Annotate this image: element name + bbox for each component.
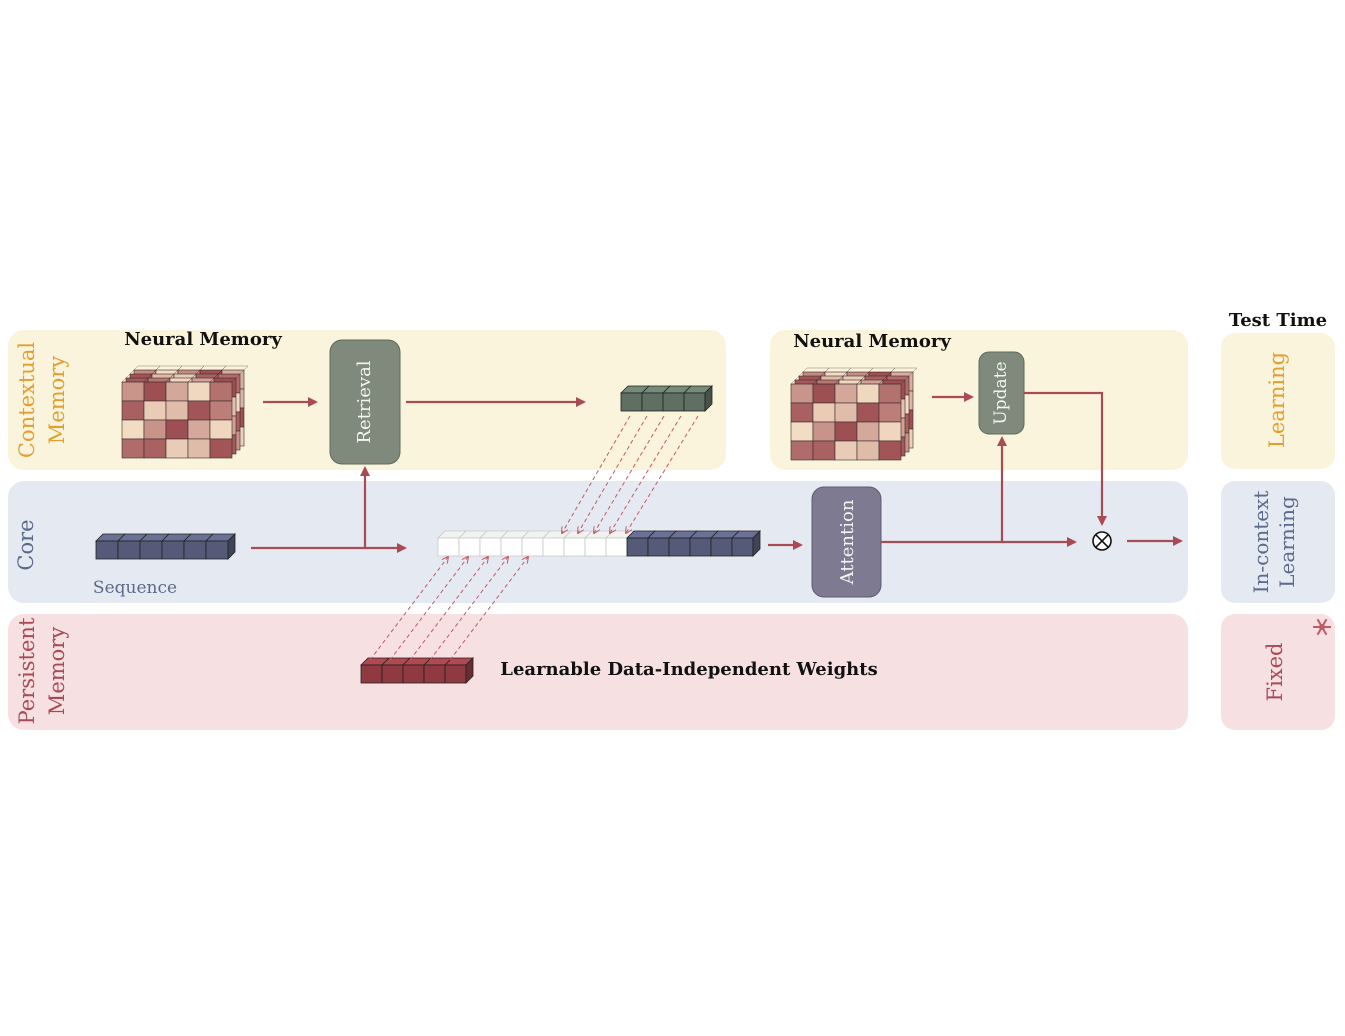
test-time-learning-box — [1221, 333, 1335, 469]
persistent-token — [444, 657, 474, 684]
neural-memory-title-right: Neural Memory — [793, 331, 951, 352]
memory-cell — [187, 438, 211, 459]
empty-slot — [437, 530, 467, 557]
projection-line — [449, 557, 528, 661]
learning-label: Learning — [1265, 352, 1289, 448]
contextual-memory-label-2: Memory — [45, 356, 69, 445]
fixed-label: Fixed — [1263, 642, 1287, 701]
memory-cell — [165, 438, 189, 459]
sequence-tokens — [95, 533, 236, 560]
combined-empty-slots — [437, 530, 635, 557]
memory-cell — [165, 400, 189, 421]
memory-cell — [790, 440, 814, 461]
memory-cell — [878, 367, 918, 404]
memory-cell — [121, 400, 145, 421]
sequence-label: Sequence — [93, 578, 177, 598]
projection-line — [369, 557, 448, 661]
combine-symbol-cross — [1095, 534, 1109, 548]
persistent-token — [423, 657, 453, 684]
memory-token — [620, 385, 650, 412]
memory-cell — [812, 421, 836, 442]
memory-cell — [209, 400, 233, 421]
memory-cell — [878, 402, 902, 423]
persistent-memory-label-2: Memory — [45, 627, 69, 716]
projection-line — [389, 557, 468, 661]
retrieval-label: Retrieval — [354, 360, 375, 443]
persistent-token — [381, 657, 411, 684]
memory-cell — [187, 419, 211, 440]
memory-cell — [143, 419, 167, 440]
projection-line — [562, 415, 631, 533]
sequence-token — [205, 533, 236, 560]
projection-line — [594, 415, 665, 533]
memory-cell — [209, 365, 249, 402]
memory-cell — [878, 440, 902, 461]
memory-cell — [790, 402, 814, 423]
memory-token — [641, 385, 671, 412]
persistent-memory-band — [8, 614, 1188, 730]
memory-cell — [856, 402, 880, 423]
projection-line — [610, 415, 682, 533]
persistent-token — [360, 657, 390, 684]
test-time-in-context-box — [1221, 481, 1335, 603]
neural-memory-title-left: Neural Memory — [124, 329, 282, 350]
projection-line — [429, 557, 508, 661]
snowflake-icon — [1313, 618, 1331, 636]
memory-cell — [121, 438, 145, 459]
neural-memory-cube-left — [121, 365, 249, 459]
arrow-update-to-combine — [1024, 391, 1107, 526]
memory-cell — [165, 419, 189, 440]
retrieved-token-projections — [562, 415, 699, 533]
in-context-label-2: Learning — [1275, 496, 1299, 588]
projection-line — [626, 415, 699, 533]
memory-cell — [143, 400, 167, 421]
memory-cell — [856, 421, 880, 442]
empty-slot — [521, 530, 551, 557]
retrieved-memory-tokens — [620, 385, 713, 412]
retrieval-box — [329, 339, 401, 465]
memory-token — [683, 385, 713, 412]
memory-cell — [209, 419, 233, 440]
sequence-token — [626, 530, 656, 557]
memory-cell — [834, 402, 858, 423]
memory-cell — [812, 402, 836, 423]
memory-cell — [812, 440, 836, 461]
projection-line — [578, 415, 648, 533]
memory-cell — [834, 440, 858, 461]
test-time-title: Test Time — [1229, 310, 1327, 331]
persistent-weight-tokens — [360, 657, 474, 684]
memory-cell — [143, 438, 167, 459]
core-label: Core — [14, 519, 38, 570]
sequence-token — [161, 533, 192, 560]
persistent-token-projections — [369, 557, 528, 661]
persistent-memory-label-1: Persistent — [15, 617, 39, 724]
memory-cell — [121, 419, 145, 440]
learnable-weights-label: Learnable Data-Independent Weights — [500, 659, 877, 680]
empty-slot — [500, 530, 530, 557]
update-label: Update — [991, 361, 1011, 424]
memory-cell — [187, 400, 211, 421]
in-context-label-1: In-context — [1249, 491, 1273, 594]
sequence-token — [117, 533, 148, 560]
attention-label: Attention — [837, 499, 858, 585]
combined-sequence-tokens — [626, 530, 761, 557]
test-time-fixed-box — [1221, 614, 1335, 730]
sequence-token — [731, 530, 761, 557]
memory-cell — [790, 421, 814, 442]
neural-memory-cube-right — [790, 367, 918, 461]
memory-cell — [834, 421, 858, 442]
sequence-token — [95, 533, 126, 560]
memory-cell — [856, 440, 880, 461]
memory-cell — [878, 421, 902, 442]
contextual-memory-label-1: Contextual — [15, 342, 39, 458]
sequence-token — [668, 530, 698, 557]
projection-line — [409, 557, 488, 661]
memory-cell — [209, 438, 233, 459]
